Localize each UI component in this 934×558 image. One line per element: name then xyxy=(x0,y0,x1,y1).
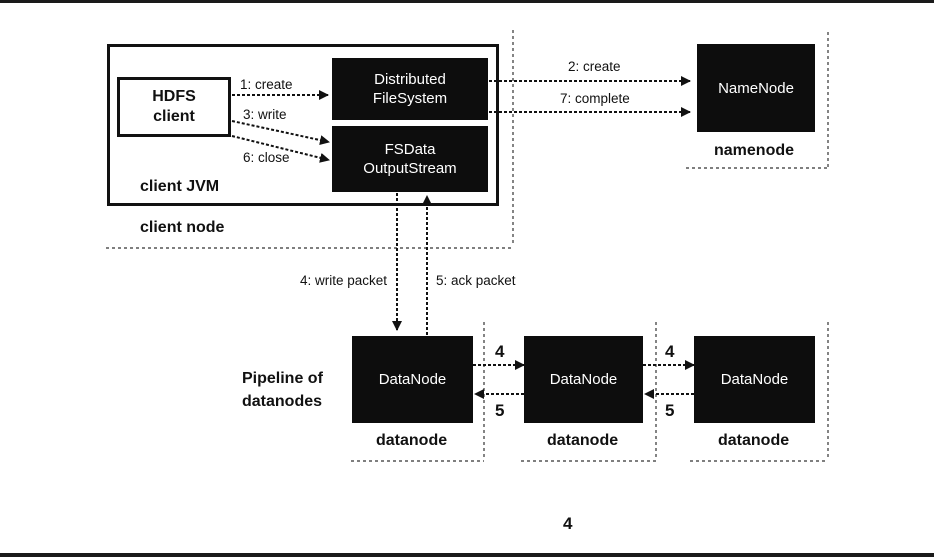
client-jvm-box xyxy=(107,44,499,206)
bottom-border xyxy=(0,553,934,557)
hdfs-client-box: HDFS client xyxy=(117,77,231,137)
arrow-write-3 xyxy=(231,120,330,145)
datanode-1-text: DataNode xyxy=(378,371,447,388)
label-pipe-5b: 5 xyxy=(665,401,675,420)
datanode-box-3: DataNode xyxy=(694,336,815,423)
datanode-3-text: DataNode xyxy=(720,371,789,388)
hdfs-client-line2: client xyxy=(153,108,195,125)
label-create-1: 1: create xyxy=(240,77,293,92)
top-border xyxy=(0,0,934,3)
figure-number: 4 xyxy=(563,514,573,533)
hdfs-client-line1: HDFS xyxy=(152,88,196,105)
datanode-label-2: datanode xyxy=(547,432,619,449)
client-jvm-label: client JVM xyxy=(140,178,220,195)
client-node-label: client node xyxy=(140,219,225,236)
pipeline-title-line1: Pipeline of xyxy=(242,370,323,387)
datanode-label-3: datanode xyxy=(718,432,790,449)
fsdos-line2: OutputStream xyxy=(363,160,457,177)
label-write-3: 3: write xyxy=(243,107,287,122)
label-pipe-4b: 4 xyxy=(665,342,675,361)
label-pipe-4a: 4 xyxy=(495,342,505,361)
pipeline-title-line2: datanodes xyxy=(242,393,323,410)
label-ack-packet: 5: ack packet xyxy=(436,273,516,288)
datanode-2-text: DataNode xyxy=(549,371,618,388)
arrow-close-6 xyxy=(231,135,330,163)
datanode-box-1: DataNode xyxy=(352,336,473,423)
fsdos-line1: FSData xyxy=(384,141,436,158)
namenode-box-text: NameNode xyxy=(718,79,794,97)
label-write-packet: 4: write packet xyxy=(300,273,388,288)
namenode-label: namenode xyxy=(714,142,795,159)
label-pipe-5a: 5 xyxy=(495,401,505,420)
namenode-box: NameNode xyxy=(697,44,815,132)
fsdata-outputstream-box: FSData OutputStream xyxy=(332,126,488,192)
label-create-2: 2: create xyxy=(568,59,621,74)
dfs-line1: Distributed xyxy=(374,71,446,88)
dfs-line2: FileSystem xyxy=(372,90,448,107)
label-complete-7: 7: complete xyxy=(560,91,630,106)
datanode-label-1: datanode xyxy=(376,432,448,449)
label-close-6: 6: close xyxy=(243,150,290,165)
distributed-filesystem-box: Distributed FileSystem xyxy=(332,58,488,120)
datanode-box-2: DataNode xyxy=(524,336,643,423)
